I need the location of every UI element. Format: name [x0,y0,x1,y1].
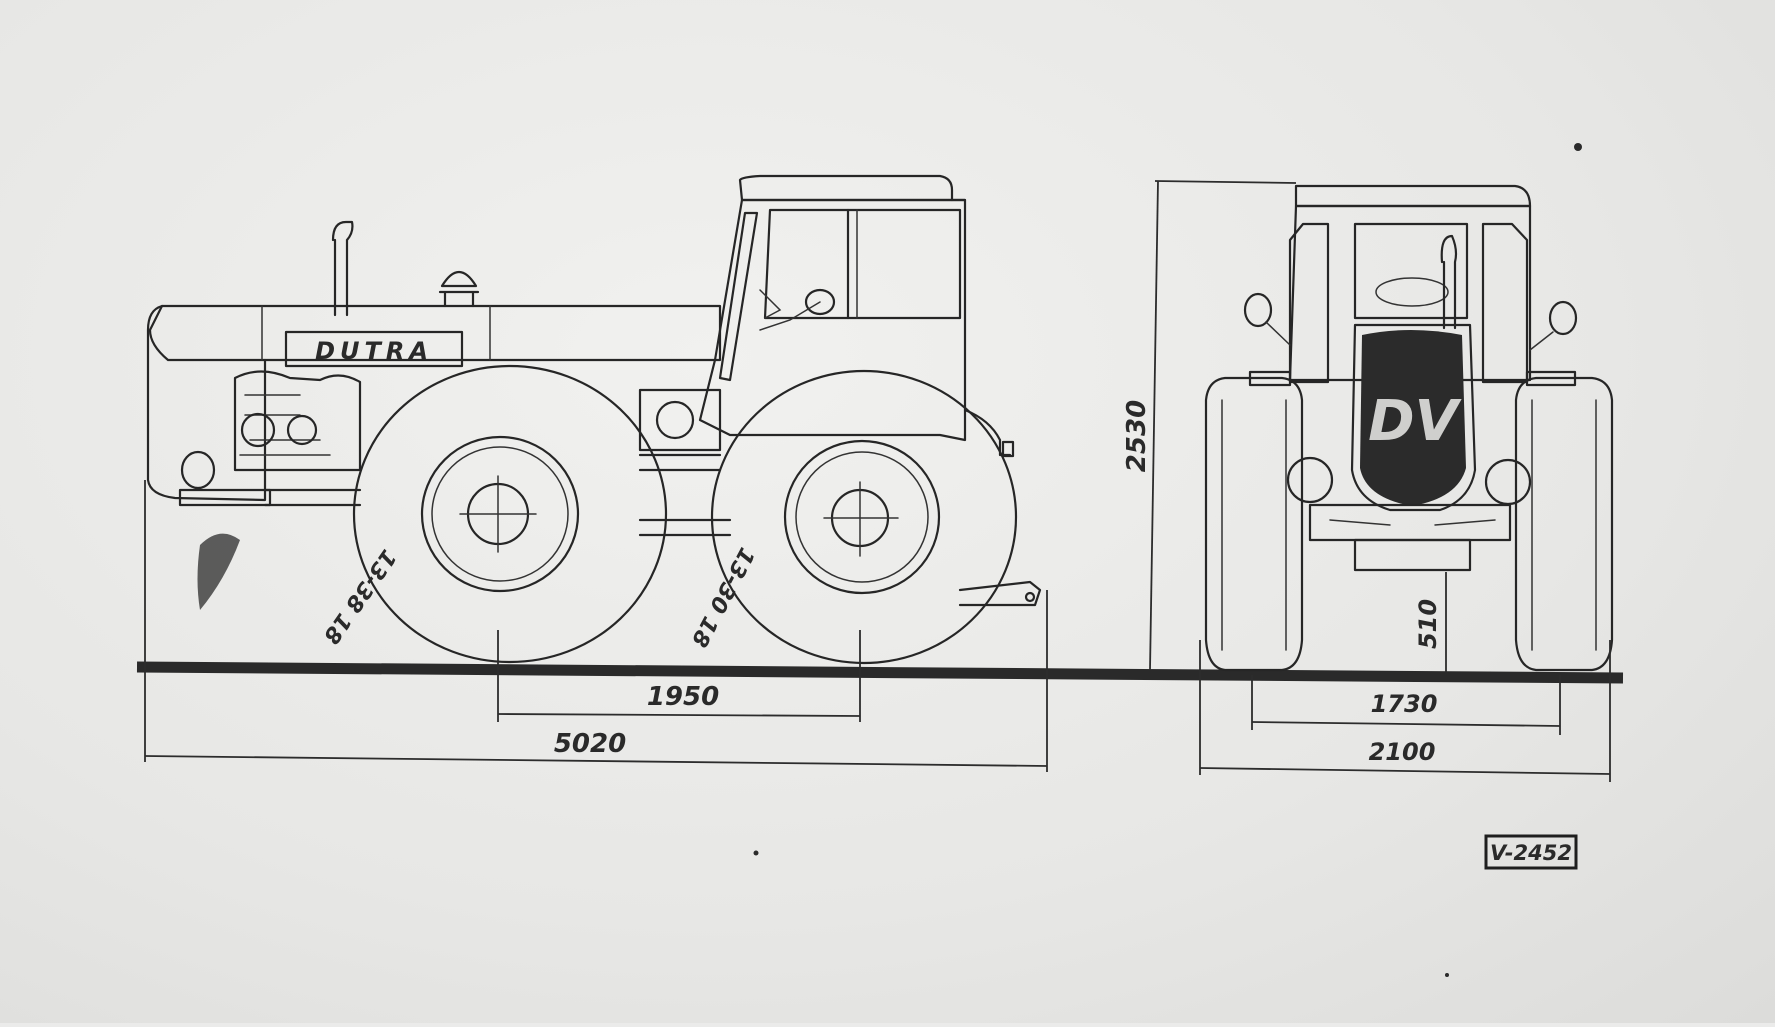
mirror-left [1243,292,1273,328]
dim-track-width: 1730 [1251,675,1561,735]
side-view-tractor: DUTRA [146,174,1042,610]
front-grille [1350,323,1477,512]
paper-speck [1445,973,1449,977]
rear-tire-marking: 13-30 18 [686,543,759,651]
front-view-tractor: DV [1243,184,1578,572]
side-front-wheel: 13-38 18 [318,364,668,664]
overall-height-value: 2530 [1122,400,1152,472]
front-tire-left [1204,376,1304,672]
ground-line [136,661,1624,684]
side-engine-block [233,370,362,472]
side-hood [148,304,722,362]
front-window-left [1288,222,1330,384]
front-headlight-right [1484,458,1532,506]
front-tire-right [1514,376,1614,672]
side-cab [738,174,954,202]
front-cab-roof [1294,184,1532,208]
front-headlight-left [1286,456,1334,504]
drawing-number: V-2452 [1490,841,1572,865]
air-intake [438,270,480,308]
overall-length-value: 5020 [554,729,626,759]
drawing-number-stamp: V-2452 [1484,834,1578,870]
side-cab-window [763,208,962,320]
grille-emblem: DV [1368,389,1462,454]
paper-speck [753,850,759,856]
mirror-right [1548,300,1578,336]
wheelbase-value: 1950 [647,682,719,712]
side-nose [146,304,267,502]
front-window-right [1481,222,1529,384]
side-door-window [718,211,759,382]
front-tire-marking: 13-38 18 [318,545,401,648]
ground-clearance-value: 510 [1414,599,1442,649]
exhaust-pipe [331,220,354,317]
side-chassis [263,453,732,537]
brand-lettering: DUTRA [315,337,433,365]
front-windshield [1353,222,1469,320]
dim-wheelbase: 1950 [497,630,861,722]
side-headlight [180,450,216,490]
paper-speck [1574,143,1582,151]
dim-overall-height: 2530 [1122,180,1297,671]
overall-width-value: 2100 [1369,738,1436,766]
brand-plate [284,330,464,368]
track-width-value: 1730 [1371,690,1438,718]
dim-overall-width: 2100 [1199,640,1611,782]
dim-overall-length: 5020 [144,480,1048,772]
dim-ground-clearance: 510 [1414,572,1447,672]
side-rear-wheel: 13-30 18 [686,369,1018,665]
